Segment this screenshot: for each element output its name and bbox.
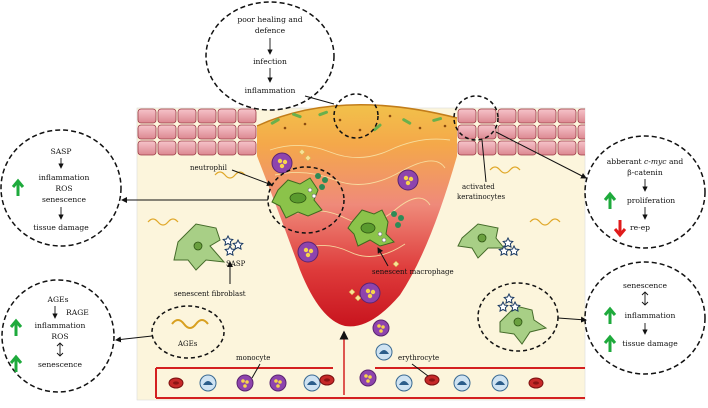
callout-left-upper	[0, 129, 122, 247]
left-upper-inflammation: inflammation	[39, 173, 90, 182]
up-arrow-icon	[9, 354, 23, 372]
left-upper-senescence: senescence	[42, 195, 87, 204]
ages-wave	[171, 319, 209, 329]
callout-right-lower	[584, 261, 706, 375]
left-lower-ros: ROS	[51, 332, 68, 341]
left-lower-senescence: senescence	[38, 360, 83, 369]
right-upper-line1: abberant c-myc and	[607, 157, 684, 166]
label-senescent-fibroblast: senescent fibroblast	[174, 290, 246, 298]
callout-left-lower	[1, 279, 115, 393]
right-upper-proliferation: proliferation	[627, 196, 675, 205]
up-arrow-icon	[603, 191, 617, 209]
highlight-circles	[151, 93, 559, 359]
left-lower-inflammation: inflammation	[35, 321, 86, 330]
right-lower-tissue-damage: tissue damage	[622, 339, 678, 348]
senescent-fibroblast-left	[173, 223, 226, 271]
up-arrow-icon	[9, 318, 23, 336]
callout-top	[205, 1, 335, 111]
sasp-stars-left	[222, 234, 244, 257]
left-upper-sasp: SASP	[51, 147, 72, 156]
up-arrow-icon	[603, 334, 617, 352]
label-activated: activated	[462, 183, 495, 191]
label-monocyte: monocyte	[236, 354, 270, 362]
connector-lines	[115, 95, 587, 379]
bacteria	[270, 110, 447, 132]
label-ages: AGEs	[177, 340, 198, 348]
neutrophil-cells	[271, 152, 419, 304]
callout-top-line2: defence	[255, 26, 286, 35]
up-arrow-icon	[11, 178, 25, 196]
left-lower-rage: RAGE	[66, 308, 89, 317]
up-arrow-icon	[603, 306, 617, 324]
ecm-fibres	[147, 166, 561, 226]
blood-vessel	[155, 367, 585, 399]
senescent-fibroblast-right-circled	[497, 292, 548, 345]
vessel-cells	[168, 319, 544, 392]
label-neutrophil: neutrophil	[190, 164, 228, 172]
label-erythrocyte: erythrocyte	[398, 354, 439, 362]
senescent-fibroblast-right-top	[457, 223, 506, 259]
left-upper-tissue-damage: tissue damage	[33, 223, 89, 232]
label-sasp: SASP	[226, 260, 246, 268]
callout-ellipses	[0, 1, 706, 393]
right-upper-re-ep: re-ep	[630, 223, 650, 232]
callout-top-item2: infection	[253, 57, 287, 66]
label-senescent-macrophage: senescent macrophage	[372, 268, 454, 276]
right-upper-line2: β-catenin	[627, 168, 663, 177]
granules	[298, 148, 400, 302]
callout-right-upper	[584, 135, 706, 249]
wound-scab-line	[256, 104, 458, 127]
left-lower-ages: AGEs	[47, 295, 69, 304]
label-keratinocytes: keratinocytes	[457, 193, 506, 201]
left-upper-ros: ROS	[55, 184, 72, 193]
sasp-stars-right	[498, 236, 520, 257]
keratinocyte-layer-left	[137, 108, 257, 156]
callout-top-line1: poor healing and	[237, 15, 302, 24]
right-lower-inflammation: inflammation	[625, 311, 676, 320]
down-arrow-icon	[613, 220, 627, 238]
senescent-macrophage-cells	[271, 173, 404, 247]
right-lower-senescence: senescence	[623, 281, 668, 290]
keratinocyte-layer-right	[457, 108, 585, 156]
callout-top-item3: inflammation	[245, 86, 296, 95]
